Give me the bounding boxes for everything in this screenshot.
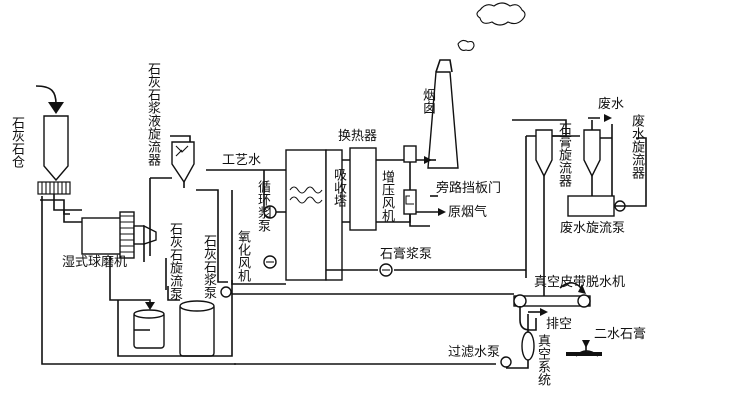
vacuum-belt-filter-label: 真空皮带脱水机 [534,275,626,290]
limestone-cyclone-pump-symbol [220,286,232,298]
wastewater-tank [567,195,615,217]
chimney-label: 烟囱 [420,88,435,114]
limestone-cyclone-pump-label: 石灰石旋流泵 [167,222,182,300]
limestone-silo-label: 石灰石仓 [9,116,24,168]
feed-arrow [35,85,57,105]
vacuum-pump [521,331,535,361]
limestone-slurry-tank [179,303,215,357]
oxidation-fan-label: 氧化风机 [235,230,250,282]
wastewater-cyclone [583,129,601,178]
feed-arrow-head [48,102,64,114]
raw-flue-gas-label: 原烟气 [448,205,488,220]
vacuum-system-label: 真空系统 [535,334,550,386]
wastewater-label: 废水 [598,97,625,112]
smoke-cloud [476,2,526,26]
limestone-slurry-cyclone [171,141,195,184]
filtrate-pump-symbol [500,356,512,368]
limestone-silo [43,115,69,182]
gypsum-slurry-pump-label: 石膏浆泵 [380,247,433,262]
circulation-pump-label: 循环浆泵 [255,180,270,232]
absorber-tower [285,149,327,281]
exhaust-label: 排空 [546,317,573,332]
heat-exchanger [349,147,377,231]
bypass-damper-label: 旁路挡板门 [436,181,502,196]
dihydrate-gypsum-label: 二水石膏 [594,327,647,342]
gypsum-cyclone-label: 石膏旋流器 [556,122,571,187]
limestone-slurry-pump-label: 石灰石浆泵 [201,234,216,299]
process-water-label: 工艺水 [222,153,262,168]
wastewater-cyclone-pump-label: 废水旋流泵 [560,221,626,236]
chimney [427,71,459,169]
gypsum-cyclone [535,129,553,178]
heat-exchanger-label: 换热器 [338,129,378,144]
booster-fan-label: 增压风机 [379,170,394,222]
wastewater-cyclone-label: 废水旋流器 [629,114,644,179]
wet-ball-mill-label: 湿式球磨机 [62,255,128,270]
filtrate-pump-label: 过滤水泵 [448,345,501,360]
mill-gear [119,211,135,259]
absorber-label: 吸收塔 [331,168,346,207]
limestone-slurry-cyclone-label: 石灰石浆液旋流器 [145,62,160,166]
